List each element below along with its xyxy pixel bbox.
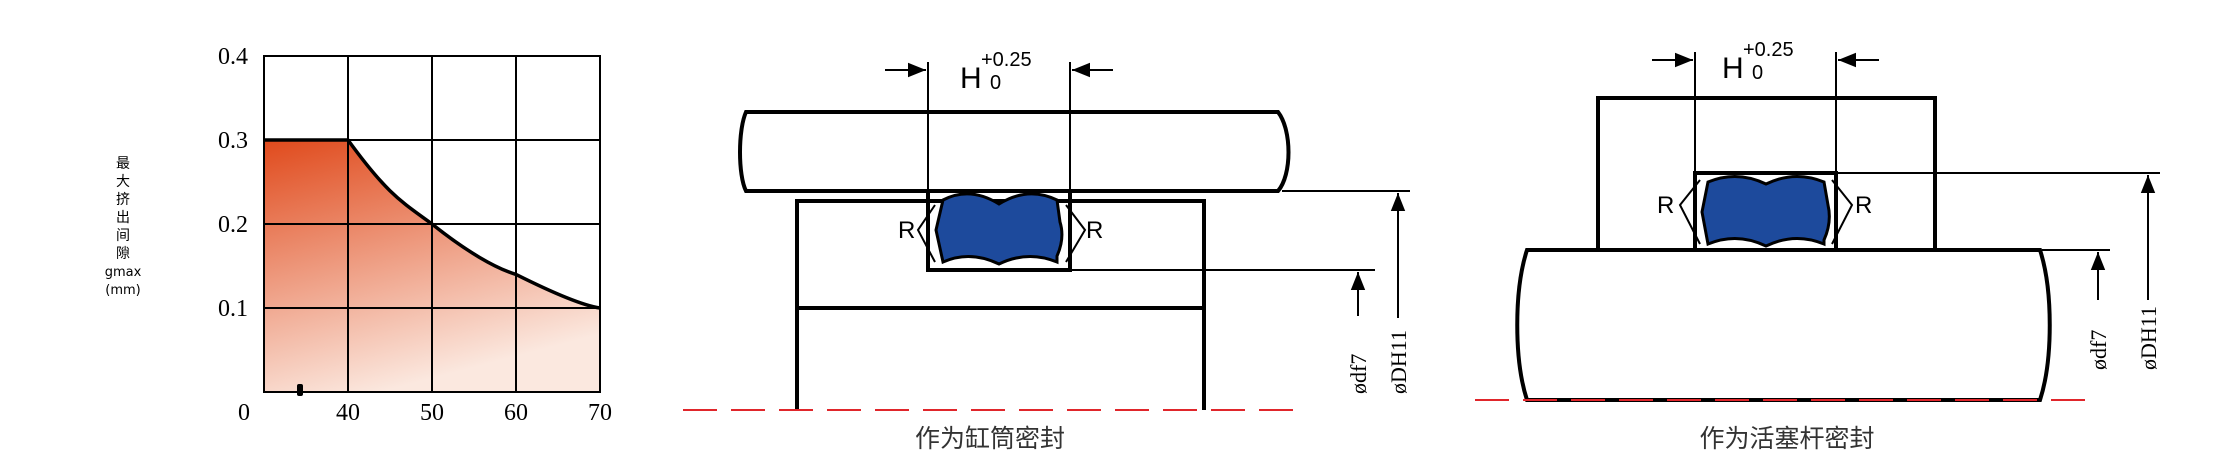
- h-tol-lower: 0: [1752, 62, 1763, 84]
- radius-left-label: R: [1657, 192, 1674, 219]
- y-axis-label-line: (mm): [105, 283, 140, 298]
- h-tol-upper: +0.25: [1743, 39, 1794, 61]
- y-axis-label-line: 大: [116, 174, 130, 190]
- radius-right-label: R: [1855, 192, 1872, 219]
- x-tick-label: 70: [588, 400, 612, 426]
- y-axis-label-line: 间: [116, 228, 130, 244]
- h-tol-lower: 0: [990, 72, 1001, 94]
- radius-right-mark: [1065, 204, 1087, 263]
- radius-left-label: R: [898, 217, 915, 244]
- dh-label: øDH11: [2136, 306, 2161, 370]
- h-label: H: [960, 62, 982, 95]
- chart-x-tick-labels: 0 40 50 60 70: [238, 400, 612, 426]
- y-axis-label-line: 最: [116, 156, 130, 172]
- chart-frame: [263, 55, 601, 393]
- chart-y-tick-labels: 0.4 0.3 0.2 0.1: [218, 44, 248, 322]
- x-tick-label: 0: [238, 400, 250, 426]
- df-label: ødf7: [2086, 330, 2111, 370]
- seal-groove: [926, 191, 1072, 272]
- piston-rod: [1515, 248, 2052, 402]
- y-tick-label: 0.2: [218, 212, 248, 238]
- caption: 作为活塞杆密封: [1699, 424, 1874, 453]
- y-axis-label-line: gmax: [105, 265, 142, 280]
- radius-right-label: R: [1086, 217, 1103, 244]
- y-tick-label: 0.3: [218, 128, 248, 154]
- seal-profile: [934, 192, 1064, 266]
- y-axis-label-line: 隙: [116, 246, 130, 262]
- caption: 作为缸筒密封: [915, 424, 1065, 453]
- rod-seal-diagram: R R H +0.25 0 ødf7 øDH11 作为活塞杆密封: [1475, 39, 2161, 453]
- radius-left-mark: [1678, 179, 1701, 245]
- y-tick-label: 0.1: [218, 296, 248, 322]
- y-axis-label-line: 挤: [116, 192, 130, 208]
- y-tick-label: 0.4: [218, 44, 248, 70]
- dh-label: øDH11: [1386, 330, 1411, 394]
- cylinder-seal-diagram: R R H +0.25 0 ødf7 øDH11 作为缸筒密封: [683, 49, 1411, 453]
- radius-right-mark: [1831, 179, 1854, 245]
- cylinder-wall: [738, 110, 1291, 193]
- seal-profile: [1700, 175, 1831, 248]
- df-label: ødf7: [1346, 354, 1371, 394]
- radius-left-mark: [916, 204, 936, 263]
- x-tick-label: 40: [336, 400, 360, 426]
- x-tick-label: 50: [420, 400, 444, 426]
- h-tol-upper: +0.25: [981, 49, 1032, 71]
- marker-blob: [297, 384, 303, 396]
- gland-body: [795, 199, 1206, 410]
- y-axis-label-line: 出: [116, 210, 130, 226]
- h-label: H: [1722, 52, 1744, 85]
- chart-curve-line: [264, 138, 601, 310]
- seal-groove: [1693, 171, 1838, 251]
- x-tick-label: 60: [504, 400, 528, 426]
